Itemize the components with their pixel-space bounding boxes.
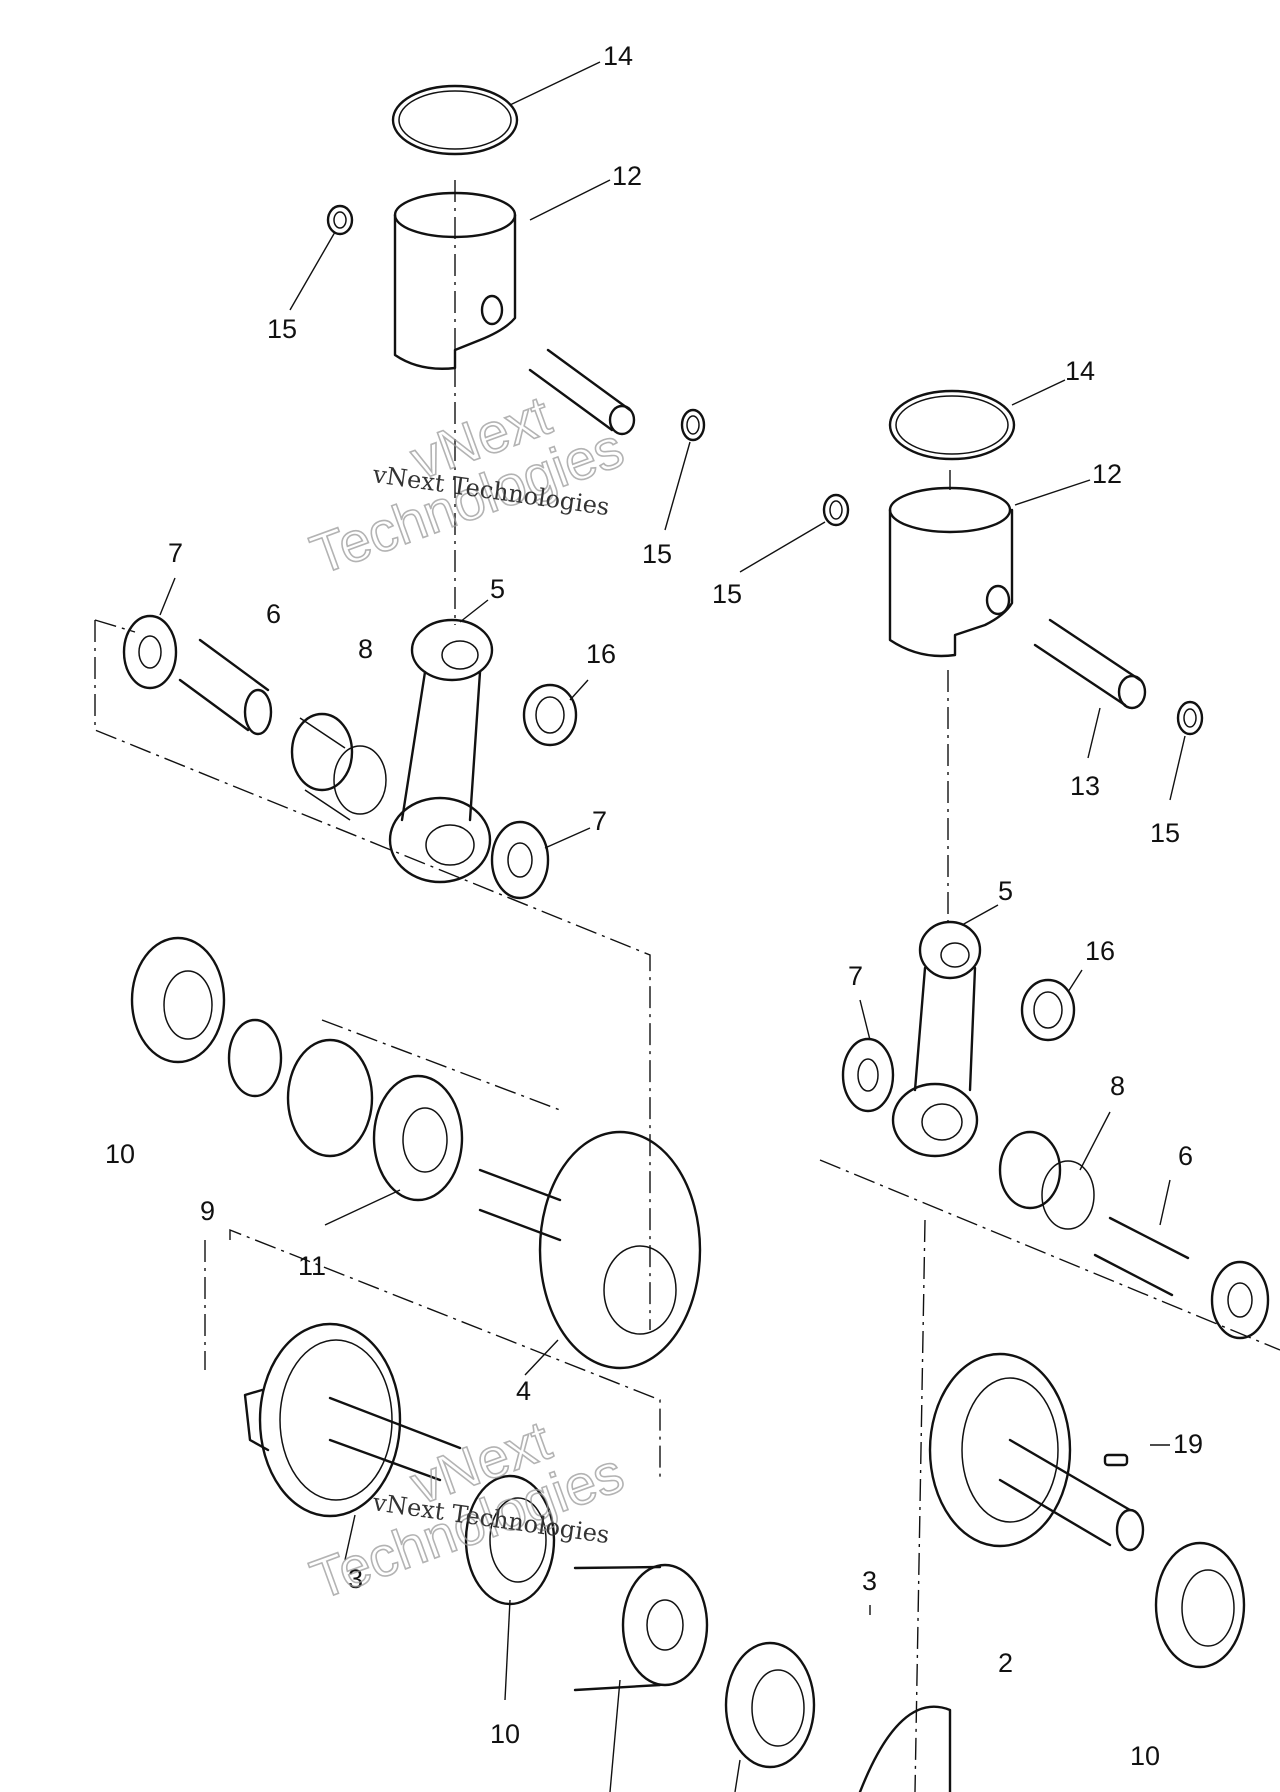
ball-bearing-left-lower-b <box>724 1641 816 1769</box>
callout-10: 10 <box>490 1719 520 1749</box>
crank-pin-left <box>178 638 273 736</box>
connecting-rod-right <box>891 920 982 1158</box>
connecting-rod-left <box>388 618 494 884</box>
callout-7: 7 <box>848 961 863 991</box>
seal-left-lower <box>573 1563 709 1692</box>
callout-19: 19 <box>1173 1429 1203 1459</box>
callout-7: 7 <box>592 806 607 836</box>
watermark-upper: vNext Technologies vNext Technologies <box>302 382 632 587</box>
shaft-left <box>328 1396 462 1482</box>
callout-14: 14 <box>1065 356 1095 386</box>
flywheel-left <box>243 1322 402 1518</box>
needle-bearing-right-big <box>998 1130 1095 1230</box>
callout-2: 2 <box>998 1648 1013 1678</box>
piston-ring-upper-left <box>391 84 519 156</box>
callout-9: 9 <box>200 1196 215 1226</box>
callout-15: 15 <box>642 539 672 569</box>
callout-7: 7 <box>168 538 183 568</box>
callout-4: 4 <box>516 1376 531 1406</box>
flywheel-right <box>928 1352 1072 1548</box>
callout-16: 16 <box>1085 936 1115 966</box>
callout-10: 10 <box>1130 1741 1160 1771</box>
callout-13: 13 <box>1070 771 1100 801</box>
needle-bearing-left-small <box>522 683 578 747</box>
callout-15: 15 <box>267 314 297 344</box>
circlip-right-a <box>822 493 850 527</box>
piston-ring-right <box>888 389 1016 461</box>
crank-pin-right <box>1093 1216 1190 1297</box>
circlip-left-a <box>326 204 354 236</box>
callout-14: 14 <box>603 41 633 71</box>
crank-half-lower <box>858 1705 952 1792</box>
needle-bearing-left-big <box>290 712 387 821</box>
callout-6: 6 <box>266 599 281 629</box>
snap-ring-left-b <box>286 1038 374 1158</box>
piston-right <box>888 486 1014 658</box>
thrust-washer-right-b <box>1210 1260 1270 1340</box>
circlip-right-b <box>1176 700 1204 736</box>
shaft-right <box>998 1438 1145 1552</box>
callout-15: 15 <box>1150 818 1180 848</box>
callout-15: 15 <box>712 579 742 609</box>
ball-bearing-right <box>1154 1541 1246 1669</box>
callout-16: 16 <box>586 639 616 669</box>
piston-pin-upper-left <box>528 348 636 436</box>
needle-bearing-right-small <box>1020 978 1076 1042</box>
callout-8: 8 <box>358 634 373 664</box>
circlip-left-b <box>680 408 706 442</box>
callout-5: 5 <box>490 574 505 604</box>
callout-5: 5 <box>998 876 1013 906</box>
centerlines <box>94 180 1280 1792</box>
main-bearing-left-outer <box>130 936 226 1064</box>
main-bearing-left-inner <box>372 1074 464 1202</box>
piston-pin-right <box>1033 618 1147 710</box>
crank-half-left <box>478 1130 702 1370</box>
callout-12: 12 <box>612 161 642 191</box>
thrust-washer-right-a <box>841 1037 895 1113</box>
callout-11: 11 <box>298 1251 326 1281</box>
callout-3: 3 <box>862 1566 877 1596</box>
woodruff-key <box>1103 1453 1129 1467</box>
callout-8: 8 <box>1110 1071 1125 1101</box>
thrust-washer-left-b <box>490 820 550 900</box>
callout-12: 12 <box>1092 459 1122 489</box>
leader-lines <box>159 61 1186 1792</box>
thrust-washer-left-a <box>122 614 178 690</box>
callout-10: 10 <box>105 1139 135 1169</box>
callout-3: 3 <box>348 1564 363 1594</box>
watermark-lower: vNext Technologies vNext Technologies <box>302 1407 632 1612</box>
callout-6: 6 <box>1178 1141 1193 1171</box>
snap-ring-left-a <box>227 1018 283 1098</box>
callout-labels: 14 12 15 15 7 6 8 5 16 7 14 12 15 13 15 … <box>105 41 1203 1771</box>
